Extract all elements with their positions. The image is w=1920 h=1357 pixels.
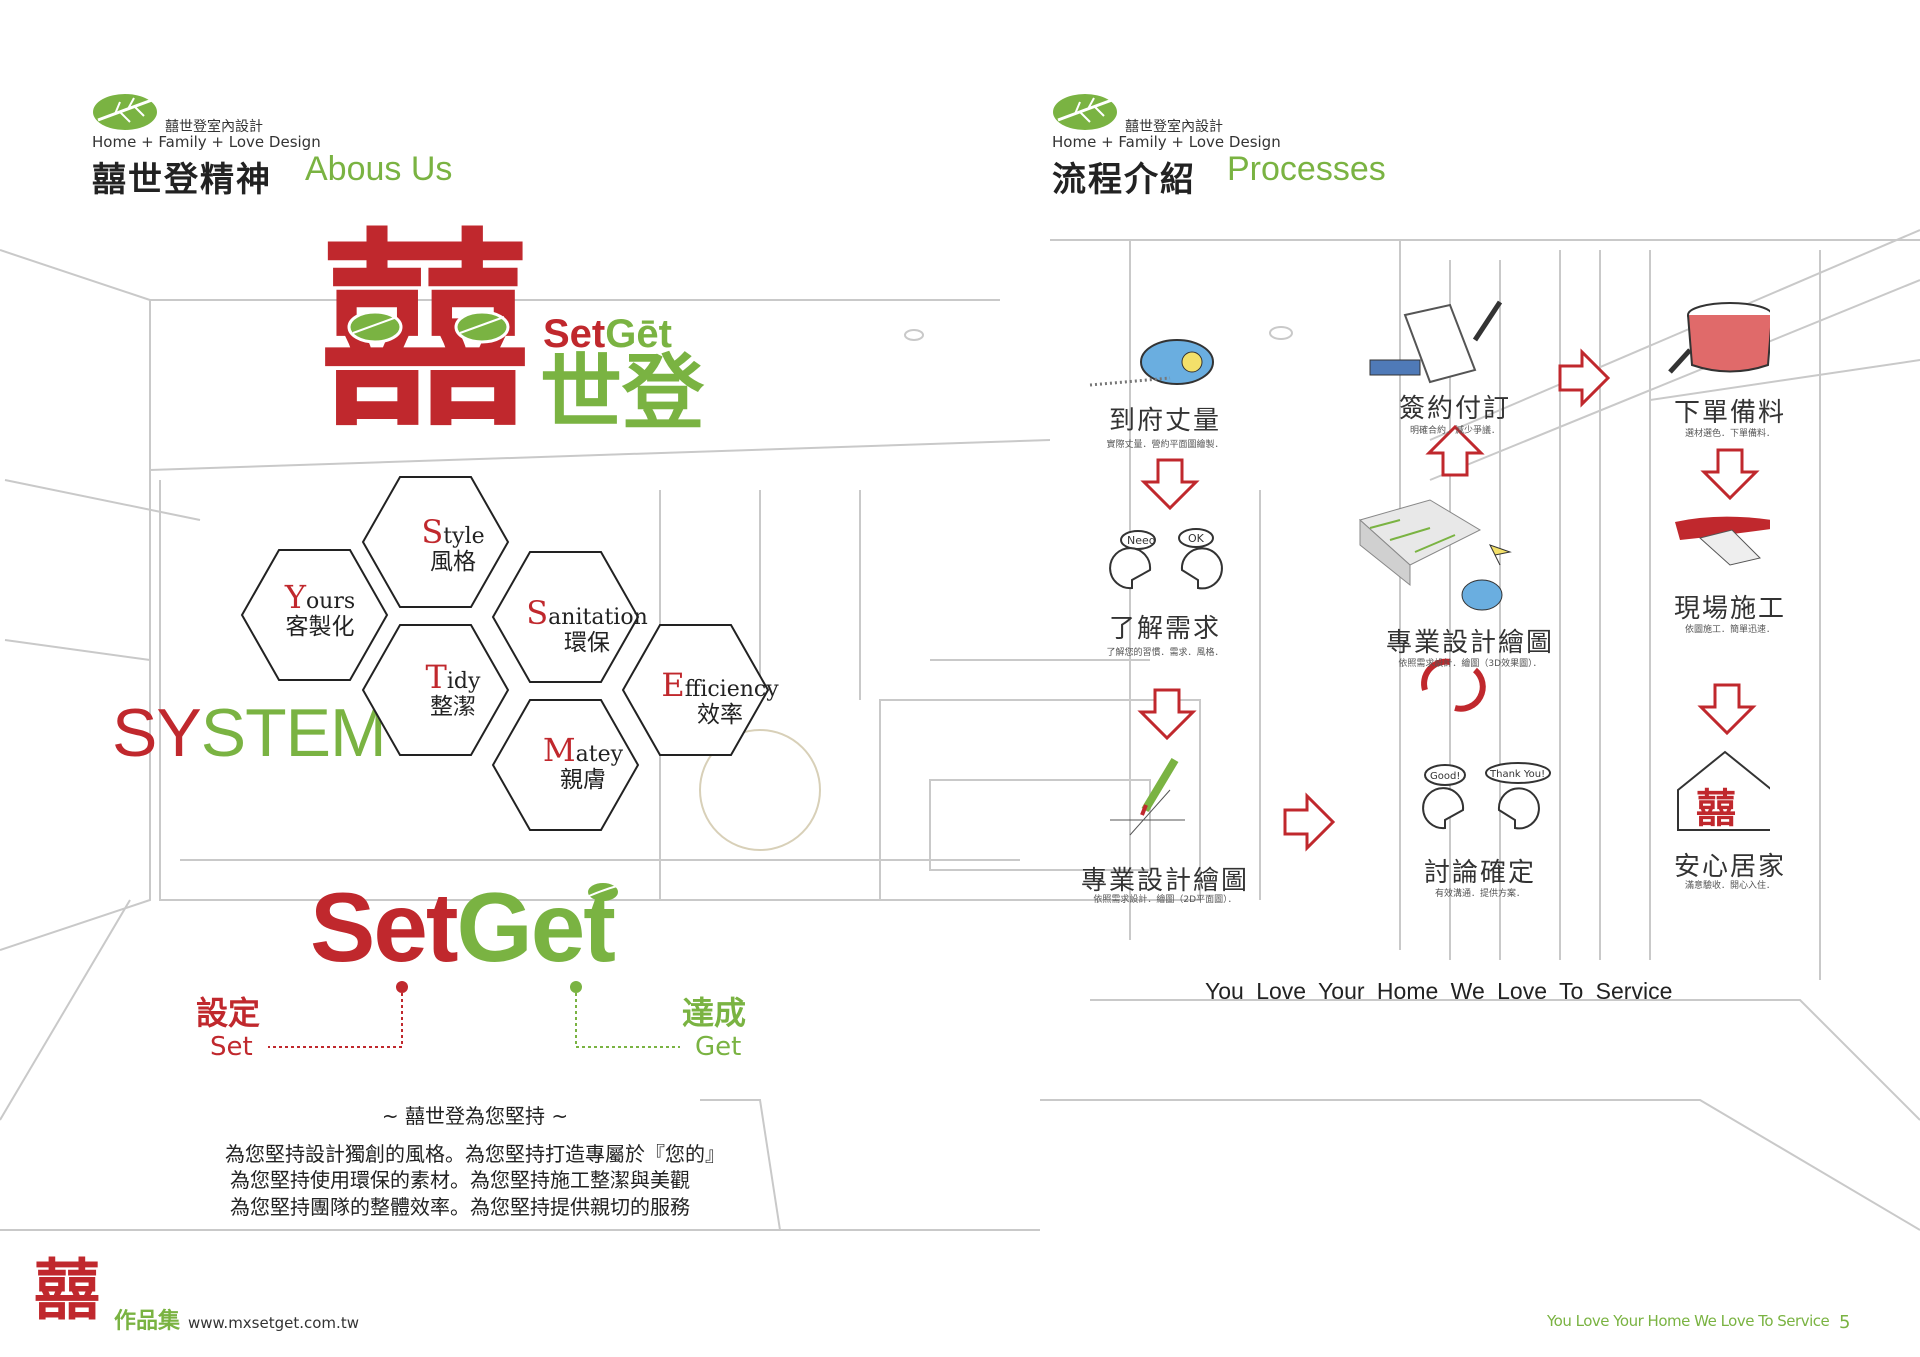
step-desc: 實際丈量．營約平面圖繪製． <box>1106 440 1224 450</box>
hex-sanitation: Sanitation 環保 <box>526 594 648 657</box>
brand-slogan: Home + Family + Love Design <box>1052 133 1281 151</box>
footer-website[interactable]: www.mxsetget.com.tw <box>188 1314 359 1332</box>
setget-big-logo: SetGet <box>310 872 616 982</box>
step-desc: 了解您的習慣．需求．風格． <box>1106 648 1224 658</box>
process-flow-graphics: Need OK Good! Thank You! <box>1089 300 1770 850</box>
page-number: 5 <box>1839 1312 1851 1333</box>
down-arrow-icon <box>1142 458 1198 510</box>
brand-name: 囍世登室內設計 <box>165 119 263 135</box>
section-title-cn: 流程介紹 <box>1052 160 1196 200</box>
footer-logo-icon: 囍 <box>34 1252 100 1329</box>
get-label-cn: 達成 <box>682 994 747 1032</box>
step-desc: 滿意驗收．開心入住． <box>1684 881 1775 891</box>
svg-text:Good!: Good! <box>1430 771 1460 782</box>
leaf-logo-icon <box>1053 94 1117 130</box>
brand-name: 囍世登室內設計 <box>1125 119 1223 135</box>
hexagon-cluster <box>240 476 770 831</box>
hex-tidy: Tidy 整潔 <box>425 658 481 721</box>
set-label-en: Set <box>210 1032 253 1062</box>
system-label: SYSTEM <box>112 695 387 771</box>
3d-model-icon <box>1358 499 1512 611</box>
hex-efficiency: Efficiency 效率 <box>661 666 779 729</box>
right-arrow-icon <box>1558 350 1610 406</box>
section-title-en: Abous Us <box>305 150 453 188</box>
step-title: 專業設計繪圖 <box>1080 866 1249 896</box>
section-title-cn: 囍世登精神 <box>92 160 272 200</box>
pencil-icon <box>1110 757 1185 836</box>
step-desc: 有效溝通．提供方案． <box>1434 889 1525 899</box>
footer-tagline: You Love Your Home We Love To Service <box>1547 1312 1830 1330</box>
leaf-icon <box>454 310 510 344</box>
right-arrow-icon <box>1283 794 1335 850</box>
svg-text:OK: OK <box>1188 532 1205 545</box>
set-label-cn: 設定 <box>196 994 261 1032</box>
leaf-logo-icon <box>93 94 157 130</box>
brand-slogan: Home + Family + Love Design <box>92 133 321 151</box>
logo-shideng: 世登 <box>540 346 705 441</box>
commitment-title: ~ 囍世登為您堅持 ~ <box>381 1104 569 1128</box>
hex-yours: Yours 客製化 <box>284 578 356 641</box>
footer-logo-label: 作品集 <box>114 1309 181 1334</box>
step-desc: 明確合約．減少爭議． <box>1409 426 1500 436</box>
commitment-line: 為您堅持使用環保的素材。為您堅持施工整潔與美觀 <box>230 1168 690 1192</box>
section-title-en: Processes <box>1227 150 1386 188</box>
dialog-faces-icon <box>1422 762 1551 830</box>
process-tagline: You Love Your Home We Love To Service <box>1205 978 1673 1004</box>
dialog-faces-icon <box>1109 528 1223 590</box>
contract-pen-icon <box>1369 300 1503 384</box>
logo-setget-small: SetGēt <box>543 312 672 356</box>
cycle-arrows-icon <box>1421 658 1486 712</box>
step-desc: 依圖施工．簡單迅速． <box>1684 625 1775 635</box>
step-title: 下單備料 <box>1673 398 1786 428</box>
svg-text:囍: 囍 <box>1696 786 1736 832</box>
svg-text:Thank You!: Thank You! <box>1489 769 1545 780</box>
leaf-icon <box>347 310 403 344</box>
hex-style: Style 風格 <box>421 513 485 576</box>
paint-bucket-icon <box>1668 302 1770 374</box>
step-title: 簽約付訂 <box>1398 394 1511 424</box>
set-get-connectors <box>268 981 680 1048</box>
commitment-line: 為您堅持設計獨創的風格。為您堅持打造專屬於『您的』 <box>225 1142 725 1166</box>
step-title: 現場施工 <box>1673 594 1786 624</box>
down-arrow-icon <box>1702 448 1758 500</box>
hex-matey: Matey 親膚 <box>542 731 624 794</box>
step-desc: 依照需求設計．繪圖（3D效果圖）． <box>1398 659 1542 669</box>
tape-measure-icon <box>1089 339 1214 387</box>
trowel-icon <box>1675 516 1770 566</box>
step-desc: 依照需求設計．繪圖（2D平面圖）． <box>1093 895 1237 905</box>
step-title: 安心居家 <box>1673 852 1786 882</box>
step-title: 討論確定 <box>1423 858 1536 888</box>
svg-text:Need: Need <box>1127 534 1156 547</box>
leaf-icon <box>588 883 618 901</box>
get-label-en: Get <box>695 1032 742 1062</box>
commitment-line: 為您堅持團隊的整體效率。為您堅持提供親切的服務 <box>230 1195 690 1219</box>
down-arrow-icon <box>1139 688 1195 740</box>
step-desc: 選材選色．下單備料． <box>1684 429 1775 439</box>
house-icon: 囍 <box>1677 750 1770 832</box>
step-title: 到府丈量 <box>1108 406 1221 436</box>
step-title: 專業設計繪圖 <box>1385 628 1554 658</box>
down-arrow-icon <box>1699 683 1755 735</box>
step-title: 了解需求 <box>1108 614 1221 644</box>
